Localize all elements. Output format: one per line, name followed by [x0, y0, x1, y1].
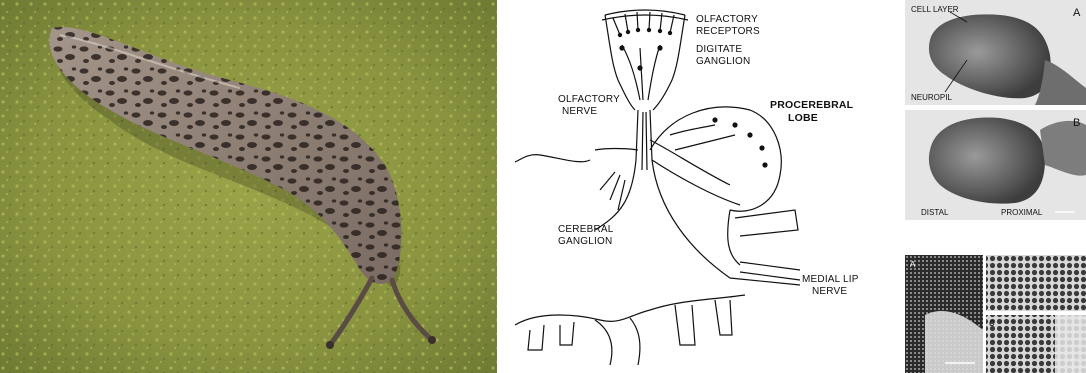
diagram-lines — [515, 10, 800, 365]
micrograph-ab-svg: CELL LAYER NEUROPIL A B DISTAL PROXIMAL — [905, 0, 1086, 220]
label-procerebral-lobe-line1: PROCEREBRAL — [770, 99, 854, 111]
label-neuropil: NEUROPIL — [911, 93, 952, 102]
micrograph-bottom-b — [986, 255, 1086, 311]
label-medial-lip-nerve-line2: NERVE — [812, 286, 847, 297]
panel-letter-a: A — [1073, 7, 1081, 19]
label-cerebral-ganglion-line1: CEREBRAL — [558, 224, 614, 235]
label-cerebral-ganglion-line2: GANGLION — [558, 236, 612, 247]
slug-photograph — [0, 0, 497, 373]
label-medial-lip-nerve-line1: MEDIAL LIP — [802, 274, 859, 285]
panel-letter-bottom-a: A — [910, 260, 916, 269]
panel-letter-bottom-c: c — [989, 317, 995, 329]
label-digitate-ganglion-line2: GANGLION — [696, 56, 750, 67]
slug-photo-svg — [0, 0, 497, 373]
label-olfactory-nerve-line2: NERVE — [562, 106, 597, 117]
label-digitate-ganglion-line1: DIGITATE — [696, 44, 742, 55]
olfactory-system-diagram: OLFACTORY RECEPTORS DIGITATE GANGLION OL… — [500, 0, 890, 373]
label-procerebral-lobe-line2: LOBE — [788, 112, 818, 124]
label-proximal: PROXIMAL — [1001, 208, 1043, 217]
procerebrum-micrograph-ab: CELL LAYER NEUROPIL A B DISTAL PROXIMAL — [905, 0, 1086, 220]
diagram-svg: OLFACTORY RECEPTORS DIGITATE GANGLION OL… — [500, 0, 890, 373]
label-olfactory-nerve-line1: OLFACTORY — [558, 94, 620, 105]
label-olfactory-receptors-line1: OLFACTORY — [696, 14, 758, 25]
label-olfactory-receptors-line2: RECEPTORS — [696, 26, 760, 37]
label-cell-layer: CELL LAYER — [911, 5, 959, 14]
panel-letter-b: B — [1073, 117, 1080, 129]
label-distal: DISTAL — [921, 208, 949, 217]
micrograph-bottom-svg: A c — [905, 255, 1086, 373]
cellular-micrograph: A c — [905, 255, 1086, 373]
